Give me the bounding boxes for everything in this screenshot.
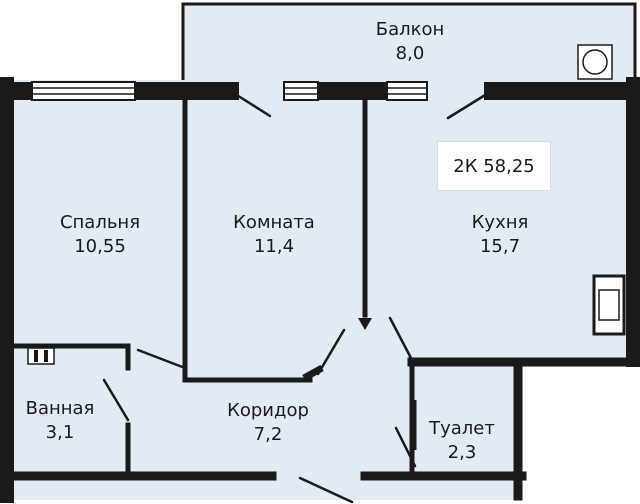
room-area: 10,55 xyxy=(74,236,126,257)
windows xyxy=(31,81,428,101)
room-area: 7,2 xyxy=(253,424,283,445)
door-room xyxy=(316,328,346,376)
window-room xyxy=(283,81,319,101)
room-area: 8,0 xyxy=(395,43,425,64)
doors xyxy=(102,90,492,504)
floor-areas xyxy=(0,4,640,500)
room-name: Кухня xyxy=(471,212,529,233)
room-name: Комната xyxy=(233,212,315,233)
door-bathroom xyxy=(102,378,130,422)
room-label-balcony: Балкон 8,0 xyxy=(350,18,470,66)
room-name: Туалет xyxy=(429,418,495,439)
balcony-outline xyxy=(181,2,637,82)
door-kitchen-balcony xyxy=(446,90,492,120)
partition-end xyxy=(358,318,372,330)
window-bedroom xyxy=(31,81,136,101)
room-name: Спальня xyxy=(59,212,141,233)
door-room-balcony xyxy=(230,90,272,118)
room-label-room: Комната 11,4 xyxy=(214,211,334,259)
door-leaf-markers xyxy=(302,364,417,450)
room-name: Ванная xyxy=(25,398,95,419)
room-area: 11,4 xyxy=(253,236,295,257)
room-label-bedroom: Спальня 10,55 xyxy=(40,211,160,259)
walls xyxy=(0,77,640,503)
room-area: 2,3 xyxy=(447,442,477,463)
room-area: 3,1 xyxy=(45,422,75,443)
door-bedroom xyxy=(136,348,187,370)
room-area: 15,7 xyxy=(479,236,521,257)
door-entrance xyxy=(298,476,354,504)
apartment-total-badge: 2К 58,25 xyxy=(437,141,551,191)
room-label-bathroom: Ванная 3,1 xyxy=(8,397,112,445)
stove-icon xyxy=(592,274,626,336)
room-label-corridor: Коридор 7,2 xyxy=(208,399,328,447)
room-label-kitchen: Кухня 15,7 xyxy=(440,211,560,259)
door-toilet xyxy=(394,426,417,468)
balcony-floor xyxy=(182,4,634,86)
bath-vent-icon xyxy=(27,347,55,365)
door-kitchen xyxy=(388,316,414,362)
window-kitchen xyxy=(386,81,428,101)
room-name: Коридор xyxy=(227,400,309,421)
room-name: Балкон xyxy=(375,19,445,40)
apartment-floor xyxy=(0,80,640,360)
room-label-toilet: Туалет 2,3 xyxy=(410,417,514,465)
ventilation-box-icon xyxy=(577,44,613,80)
